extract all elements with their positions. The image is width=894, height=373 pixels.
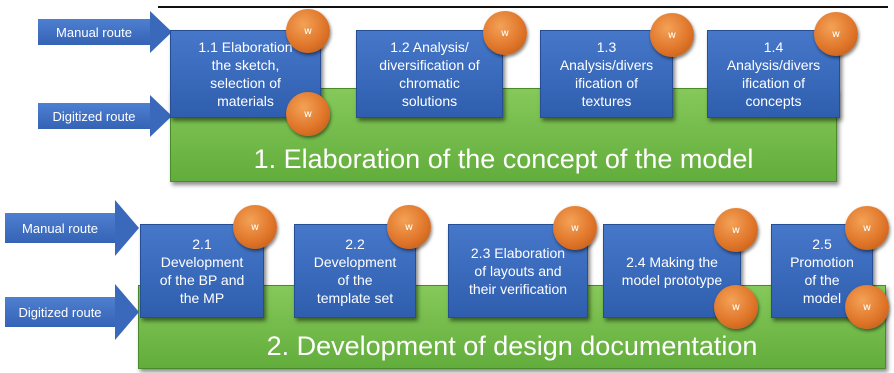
step-1-3-label: 1.3 Analysis/divers ification of texture… xyxy=(559,39,654,109)
step-1-2-label: 1.2 Analysis/ diversification of chromat… xyxy=(379,39,480,109)
w-badge: w xyxy=(483,11,527,55)
step-2-2-label: 2.2 Development of the template set xyxy=(313,236,397,306)
manual-route-arrow-1: Manual route xyxy=(38,11,172,53)
w-badge: w xyxy=(233,205,277,249)
w-badge: w xyxy=(553,206,597,250)
w-badge: w xyxy=(714,208,758,252)
step-2-1-label: 2.1 Development of the BP and the MP xyxy=(159,236,245,306)
step-1-4-label: 1.4 Analysis/divers ification of concept… xyxy=(726,39,821,109)
step-1-1-label: 1.1 Elaboration the sketch, selection of… xyxy=(198,39,293,109)
w-badge: w xyxy=(650,13,694,57)
w-badge: w xyxy=(845,206,889,250)
w-badge: w xyxy=(286,9,330,53)
manual-route-label: Manual route xyxy=(56,24,132,40)
step-2-3-label: 2.3 Elaboration of layouts and their ver… xyxy=(468,245,568,297)
digitized-route-arrow-1: Digitized route xyxy=(38,95,172,137)
w-badge: w xyxy=(714,285,758,329)
step-2-4-label: 2.4 Making the model prototype xyxy=(621,254,723,288)
top-rule xyxy=(158,6,888,8)
digitized-route-label: Digitized route xyxy=(18,304,102,320)
w-badge: w xyxy=(814,12,858,56)
stage-2-title: 2. Development of design documentation xyxy=(266,331,758,361)
step-1-3-box: 1.3 Analysis/divers ification of texture… xyxy=(540,30,673,118)
w-badge: w xyxy=(387,205,431,249)
w-badge: w xyxy=(845,285,889,329)
digitized-route-label: Digitized route xyxy=(52,108,136,124)
step-1-2-box: 1.2 Analysis/ diversification of chromat… xyxy=(356,30,503,118)
w-badge: w xyxy=(286,92,330,136)
stage-1-title: 1. Elaboration of the concept of the mod… xyxy=(253,144,754,174)
digitized-route-arrow-2: Digitized route xyxy=(5,284,139,340)
step-2-5-label: 2.5 Promotion of the model xyxy=(790,236,854,306)
manual-route-arrow-2: Manual route xyxy=(5,200,139,256)
step-2-2-box: 2.2 Development of the template set xyxy=(294,224,416,318)
manual-route-label: Manual route xyxy=(22,220,98,236)
